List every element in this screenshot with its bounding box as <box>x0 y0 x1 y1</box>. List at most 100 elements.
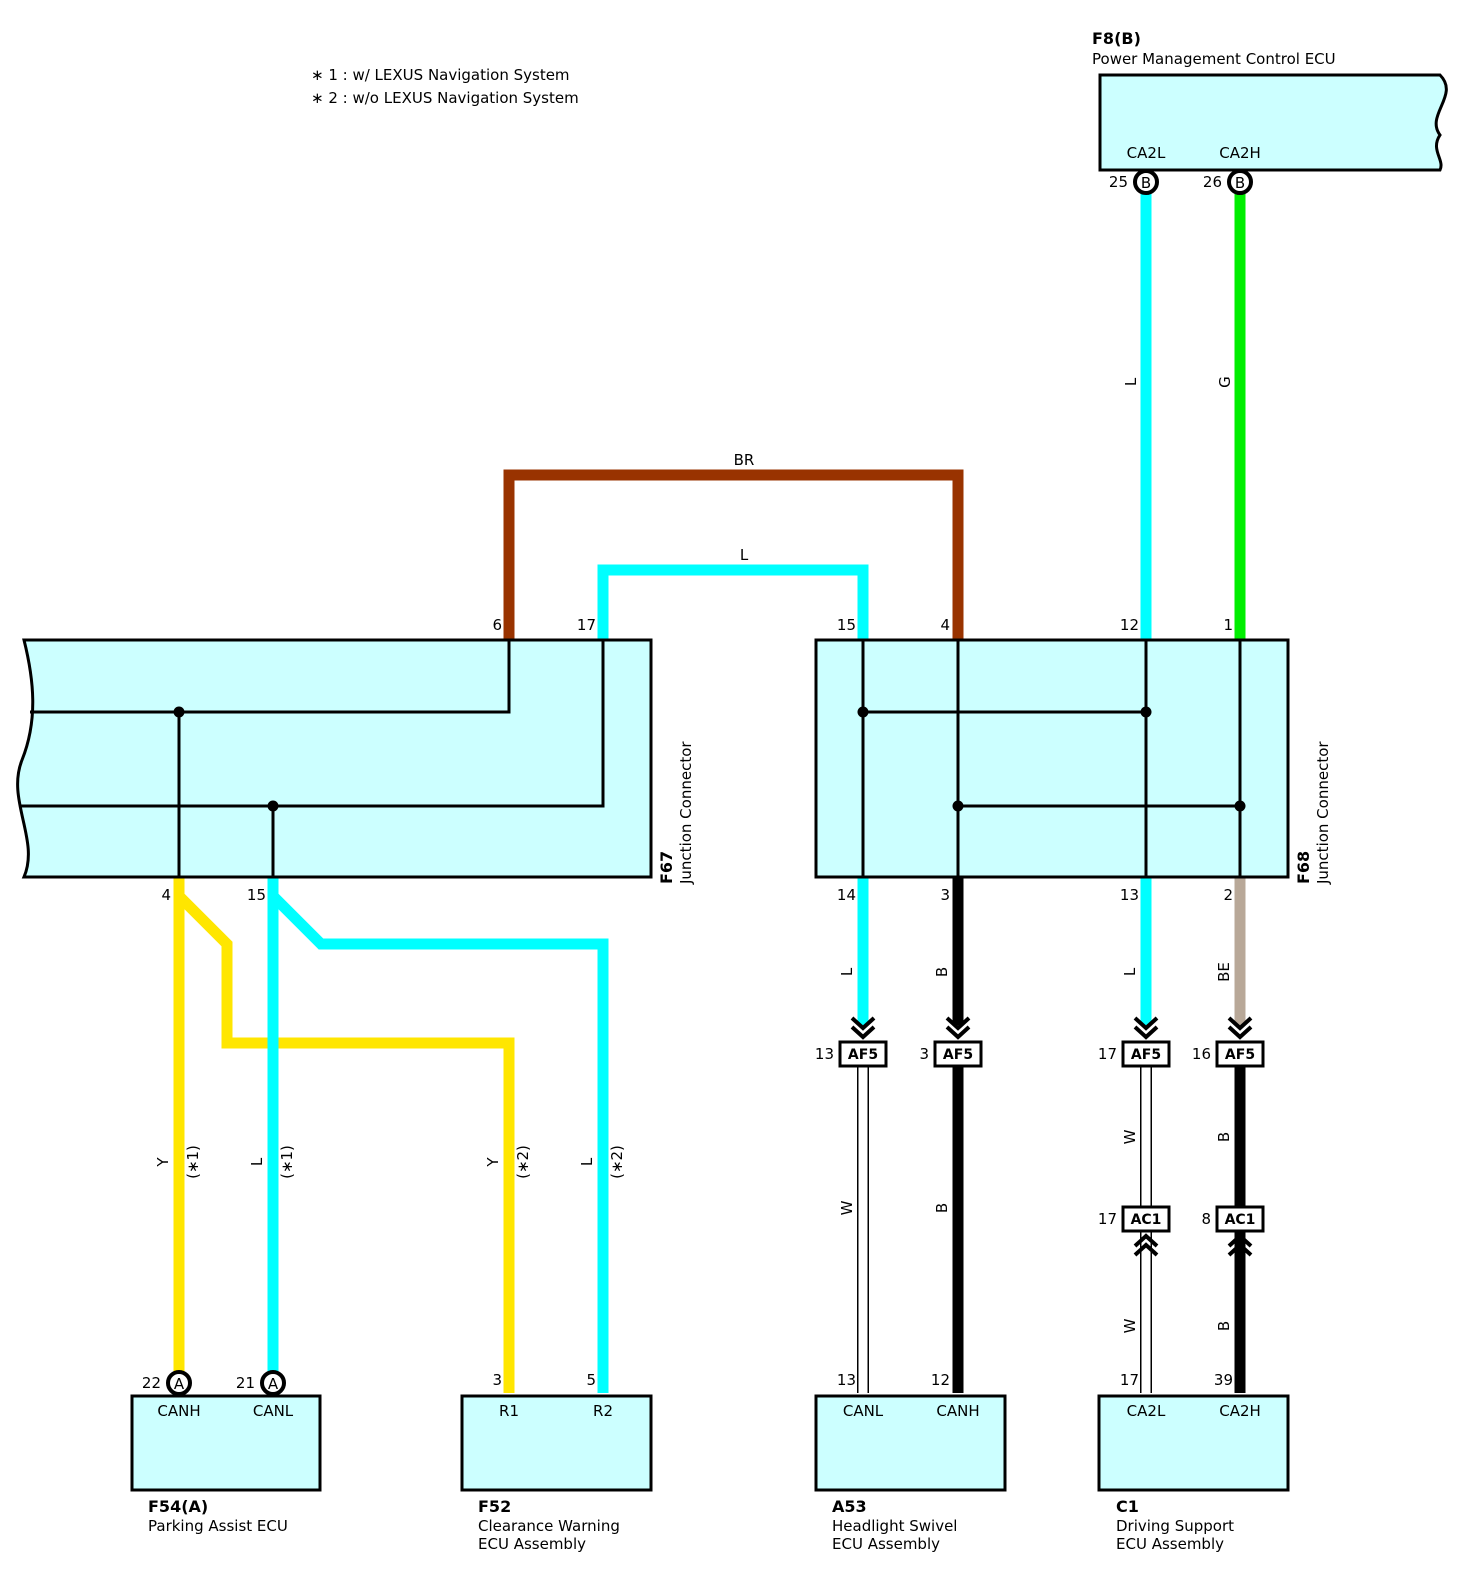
f8-power-management-ecu: F8(B) Power Management Control ECU CA2L … <box>1092 29 1448 172</box>
wire-l-f52 <box>269 892 609 1393</box>
label-w-c1-upper: W <box>1121 1129 1139 1144</box>
c1-box <box>1097 1394 1290 1492</box>
c1-pin-ca2l-label: CA2L <box>1127 1402 1166 1420</box>
af5-pin-3: 3 <box>919 1045 929 1063</box>
label-be-f68-2: BE <box>1215 962 1233 982</box>
label-l-f52: L <box>578 1157 596 1166</box>
a53-pin-canl-label: CANL <box>843 1402 884 1420</box>
f54-name: Parking Assist ECU <box>148 1517 288 1535</box>
f8-pin-26: 26 <box>1203 173 1222 191</box>
label-w-a53: W <box>838 1200 856 1215</box>
f68-pin-4: 4 <box>940 616 950 634</box>
label-y-f52: Y <box>484 1157 502 1168</box>
label-b-c1-lower: B <box>1215 1321 1233 1331</box>
f68-pin-1: 1 <box>1223 616 1233 634</box>
f67-junction-connector: 6 17 4 15 F67 Junction Connector <box>16 616 695 904</box>
wire-l-f67-f68 <box>597 564 869 640</box>
ac1-label-2: AC1 <box>1225 1212 1256 1228</box>
f68-pin-14: 14 <box>837 886 856 904</box>
label-l-f68-14: L <box>838 967 856 976</box>
label-br: BR <box>734 451 755 469</box>
f52-pin-r2-label: R2 <box>593 1402 613 1420</box>
f54-marker-b: A <box>268 1375 279 1393</box>
f8-pin-markers: B B 25 26 <box>1109 169 1253 195</box>
ac1-connectors: AC1 AC1 17 8 <box>1098 1205 1265 1257</box>
f52-pin-r1-label: R1 <box>499 1402 519 1420</box>
f67-pin-6: 6 <box>492 616 502 634</box>
f67-pin-17: 17 <box>577 616 596 634</box>
a53-name-line2: ECU Assembly <box>832 1535 940 1553</box>
f68-pin-13: 13 <box>1120 886 1139 904</box>
f54-pin-canh-label: CANH <box>157 1402 200 1420</box>
f68-code: F68 <box>1294 851 1313 884</box>
label-l-f54: L <box>248 1157 266 1166</box>
f52-name-line2: ECU Assembly <box>478 1535 586 1553</box>
f67-code: F67 <box>657 851 676 884</box>
tag-v1-y: (∗1) <box>184 1145 202 1179</box>
af5-pin-16: 16 <box>1192 1045 1211 1063</box>
f67-name: Junction Connector <box>677 741 695 885</box>
f52-pin-3: 3 <box>492 1371 502 1389</box>
f8-pin-ca2l-label: CA2L <box>1127 144 1166 162</box>
c1-name-line2: ECU Assembly <box>1116 1535 1224 1553</box>
f8-pin-25: 25 <box>1109 173 1128 191</box>
af5-label-1: AF5 <box>848 1047 878 1063</box>
c1-driving-support-ecu: 17 39 CA2L CA2H C1 Driving Support ECU A… <box>1097 1371 1290 1553</box>
af5-connectors: AF5 AF5 AF5 AF5 13 3 17 16 <box>815 1016 1265 1068</box>
note-2: ∗ 2 : w/o LEXUS Navigation System <box>311 89 579 107</box>
f68-pin-15: 15 <box>837 616 856 634</box>
f8-marker-b: B <box>1235 174 1245 192</box>
tag-v2-l: (∗2) <box>608 1145 626 1179</box>
f52-clearance-warning-ecu: 3 5 R1 R2 F52 Clearance Warning ECU Asse… <box>460 1371 653 1553</box>
f8-pin-ca2h-label: CA2H <box>1219 144 1261 162</box>
f67-box <box>16 638 653 879</box>
a53-pin-canh-label: CANH <box>936 1402 979 1420</box>
f52-box <box>460 1394 653 1492</box>
f54-pin-canl-label: CANL <box>253 1402 294 1420</box>
label-l-f68-13: L <box>1121 967 1139 976</box>
f67-pin-4: 4 <box>161 886 171 904</box>
a53-headlight-swivel-ecu: 13 12 CANL CANH A53 Headlight Swivel ECU… <box>814 1371 1007 1553</box>
c1-code: C1 <box>1116 1497 1139 1516</box>
label-l-f8: L <box>1122 377 1140 386</box>
c1-pin-ca2h-label: CA2H <box>1219 1402 1261 1420</box>
f52-pin-5: 5 <box>586 1371 596 1389</box>
c1-pin-39: 39 <box>1214 1371 1233 1389</box>
f8-name: Power Management Control ECU <box>1092 50 1336 68</box>
label-l-top: L <box>740 546 749 564</box>
ac1-pin-17: 17 <box>1098 1210 1117 1228</box>
wire-y-f52 <box>175 892 515 1393</box>
label-b-c1-upper: B <box>1215 1132 1233 1142</box>
af5-label-4: AF5 <box>1225 1047 1255 1063</box>
f68-name: Junction Connector <box>1314 741 1332 885</box>
a53-box <box>814 1394 1007 1492</box>
af5-label-3: AF5 <box>1131 1047 1161 1063</box>
f8-marker-a: B <box>1141 174 1151 192</box>
c1-pin-17: 17 <box>1120 1371 1139 1389</box>
f54-box <box>130 1394 322 1492</box>
af5-label-2: AF5 <box>943 1047 973 1063</box>
wires <box>173 190 1246 1393</box>
f52-name-line1: Clearance Warning <box>478 1517 620 1535</box>
tag-v2-y: (∗2) <box>514 1145 532 1179</box>
c1-name-line1: Driving Support <box>1116 1517 1234 1535</box>
wire-br <box>503 469 964 640</box>
a53-pin-13: 13 <box>837 1371 856 1389</box>
f68-pin-12: 12 <box>1120 616 1139 634</box>
label-y-f54: Y <box>154 1157 172 1168</box>
f68-pin-3: 3 <box>940 886 950 904</box>
f68-box <box>814 638 1290 879</box>
f68-pin-2: 2 <box>1223 886 1233 904</box>
f68-junction-connector: 15 4 12 1 14 3 13 2 F68 Junction Connect… <box>814 616 1332 904</box>
f54-code: F54(A) <box>148 1497 208 1516</box>
label-b-a53: B <box>933 1203 951 1213</box>
wire-color-labels: BR L L G Y (∗1) L (∗1) Y (∗2) L (∗2) L B… <box>154 376 1234 1333</box>
f67-pin-15: 15 <box>247 886 266 904</box>
note-1: ∗ 1 : w/ LEXUS Navigation System <box>311 66 570 84</box>
f54-parking-assist-ecu: A A 22 21 CANH CANL F54(A) Parking Assis… <box>130 1370 322 1535</box>
af5-pin-17: 17 <box>1098 1045 1117 1063</box>
label-w-c1-lower: W <box>1121 1318 1139 1333</box>
label-g-f8: G <box>1216 376 1234 388</box>
f8-code: F8(B) <box>1092 29 1141 48</box>
